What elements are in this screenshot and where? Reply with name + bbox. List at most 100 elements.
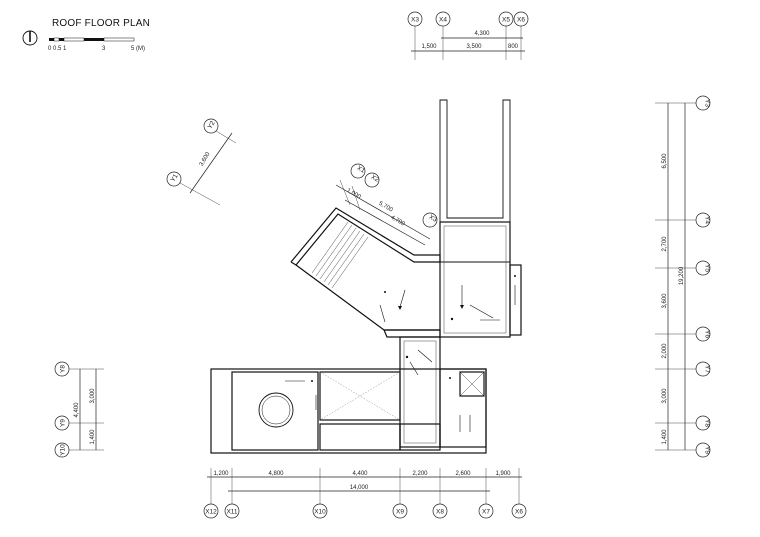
dim-right-overall: 19,200	[679, 266, 685, 285]
dim-bottom-5: 2,600	[455, 471, 471, 477]
grid-label-x4-top: X4	[439, 17, 447, 24]
grid-label-x5-top: X5	[502, 17, 510, 24]
grid-bubble-y8-left	[54, 361, 70, 377]
grid-label-x6-top: X6	[517, 17, 525, 24]
small-box	[459, 371, 485, 397]
scale-label-1: 1	[63, 46, 67, 52]
grid-bubble-x11	[224, 503, 240, 519]
grid-label-x3-top: X3	[411, 17, 419, 24]
scale-label-3: 3	[102, 46, 106, 52]
grid-label-y2: Y2	[207, 120, 217, 131]
lower-room-c	[439, 368, 487, 448]
dim-top-overall: 4,300	[474, 31, 490, 37]
stair-hatch	[311, 221, 369, 289]
tower-shaft	[439, 99, 511, 263]
grid-label-y8-left: Y8	[60, 365, 67, 373]
dim-top-1: 1,500	[421, 44, 437, 50]
dim-bottom-2: 4,800	[268, 471, 284, 477]
grid-label-x12: X12	[205, 509, 217, 516]
grid-bubble-x7	[478, 503, 494, 519]
grid-label-x7: X7	[482, 509, 490, 516]
grid-bubble-y2	[203, 118, 219, 134]
grid-bubble-y8	[695, 415, 711, 431]
grid-bubble-x1	[350, 163, 366, 179]
grid-label-x9: X9	[396, 509, 404, 516]
left-grid: Y8 Y9 Y10 3,000 1,400 4,400	[54, 361, 104, 458]
dim-top-2: 3,500	[466, 44, 482, 50]
scale-label-5: 5 (M)	[131, 46, 145, 52]
dim-right-3: 3,600	[662, 293, 668, 309]
dim-right-1: 6,500	[662, 153, 668, 169]
dim-left-1: 3,000	[90, 388, 96, 404]
dim-right-4: 2,000	[662, 343, 668, 359]
grid-label-y7: Y7	[704, 365, 711, 373]
dim-right-2: 2,700	[662, 236, 668, 252]
top-grid: X3 X4 X5 X6 4,300 1,500 3,500 800	[407, 11, 529, 60]
scale-bar: 0 0.5 1 3 5 (M)	[48, 37, 145, 52]
grid-label-y6: Y6	[704, 330, 711, 338]
grid-bubble-y9-left	[54, 415, 70, 431]
grid-bubble-y7	[695, 361, 711, 377]
grid-label-y5: Y5	[704, 264, 711, 272]
lower-room-b	[399, 423, 441, 451]
plan-title: ROOF FLOOR PLAN	[52, 18, 151, 29]
dim-right-5: 3,000	[662, 388, 668, 404]
grid-label-y1: Y1	[170, 173, 180, 184]
hatched-room	[319, 371, 401, 421]
dim-bottom-overall: 14,000	[350, 485, 369, 491]
dim-bottom-3: 4,400	[352, 471, 368, 477]
lower-room-a	[319, 423, 401, 451]
grid-label-y8: Y8	[704, 419, 711, 427]
dim-angled-3: 4,700	[389, 215, 406, 228]
room-with-circle	[231, 371, 319, 451]
grid-bubble-x6-bottom	[511, 503, 527, 519]
round-skylight	[258, 392, 294, 428]
grid-label-x10: X10	[314, 509, 326, 516]
dim-angled-2: 5,700	[377, 201, 394, 214]
grid-bubble-x2	[364, 172, 380, 188]
grid-bubble-y10-left	[54, 442, 70, 458]
grid-bubble-x9	[392, 503, 408, 519]
arrow-icon	[398, 289, 406, 310]
dim-bottom-4: 2,200	[412, 471, 428, 477]
connector	[399, 336, 441, 448]
grid-bubble-y9	[695, 442, 711, 458]
dim-left-2: 1,400	[90, 429, 96, 445]
north-arrow-icon	[22, 30, 38, 46]
grid-bubble-y1	[166, 171, 182, 187]
scale-label-05: 0.5	[53, 46, 62, 52]
right-grid: Y3 Y4 Y5 Y6 Y7 Y8 Y9 6,500 2,700 3,600 2…	[655, 95, 711, 458]
angled-grid: Y1 Y2 3,600 X1 X2 X3 1,000 5,700 4,700	[166, 118, 439, 246]
bottom-grid: 1,200 4,800 4,400 2,200 2,600 1,900 14,0…	[203, 468, 527, 519]
grid-label-x2: X2	[370, 174, 381, 184]
grid-label-x3-angled: X3	[428, 214, 439, 224]
dim-right-6: 1,400	[662, 429, 668, 445]
grid-bubble-y6	[695, 326, 711, 342]
side-projection	[509, 264, 522, 336]
grid-bubble-x12	[203, 503, 219, 519]
grid-bubble-y4	[695, 212, 711, 228]
grid-bubble-x10	[312, 503, 328, 519]
grid-label-y9: Y9	[704, 446, 711, 454]
grid-label-y9-left: Y9	[60, 419, 67, 427]
grid-label-y10-left: Y10	[60, 444, 67, 456]
angled-wing-top	[290, 207, 441, 263]
dim-bottom-6: 1,900	[495, 471, 511, 477]
grid-label-x6-bottom: X6	[515, 509, 523, 516]
grid-label-x1: X1	[356, 165, 367, 175]
grid-bubble-y5	[695, 260, 711, 276]
dim-left-overall: 4,400	[74, 402, 80, 418]
scale-label-0: 0	[48, 46, 52, 52]
slope-arrows	[285, 275, 516, 432]
building-walls	[210, 99, 522, 454]
grid-label-x11: X11	[226, 509, 237, 516]
grid-bubble-x8	[432, 503, 448, 519]
dim-bottom-1: 1,200	[213, 471, 229, 477]
grid-label-y3: Y3	[704, 99, 711, 107]
lower-block-outer	[210, 368, 487, 454]
angled-wing-bottom	[295, 264, 440, 331]
grid-label-y4: Y4	[704, 216, 711, 224]
grid-label-x8: X8	[436, 509, 444, 516]
grid-bubble-x3-angled	[422, 212, 438, 228]
